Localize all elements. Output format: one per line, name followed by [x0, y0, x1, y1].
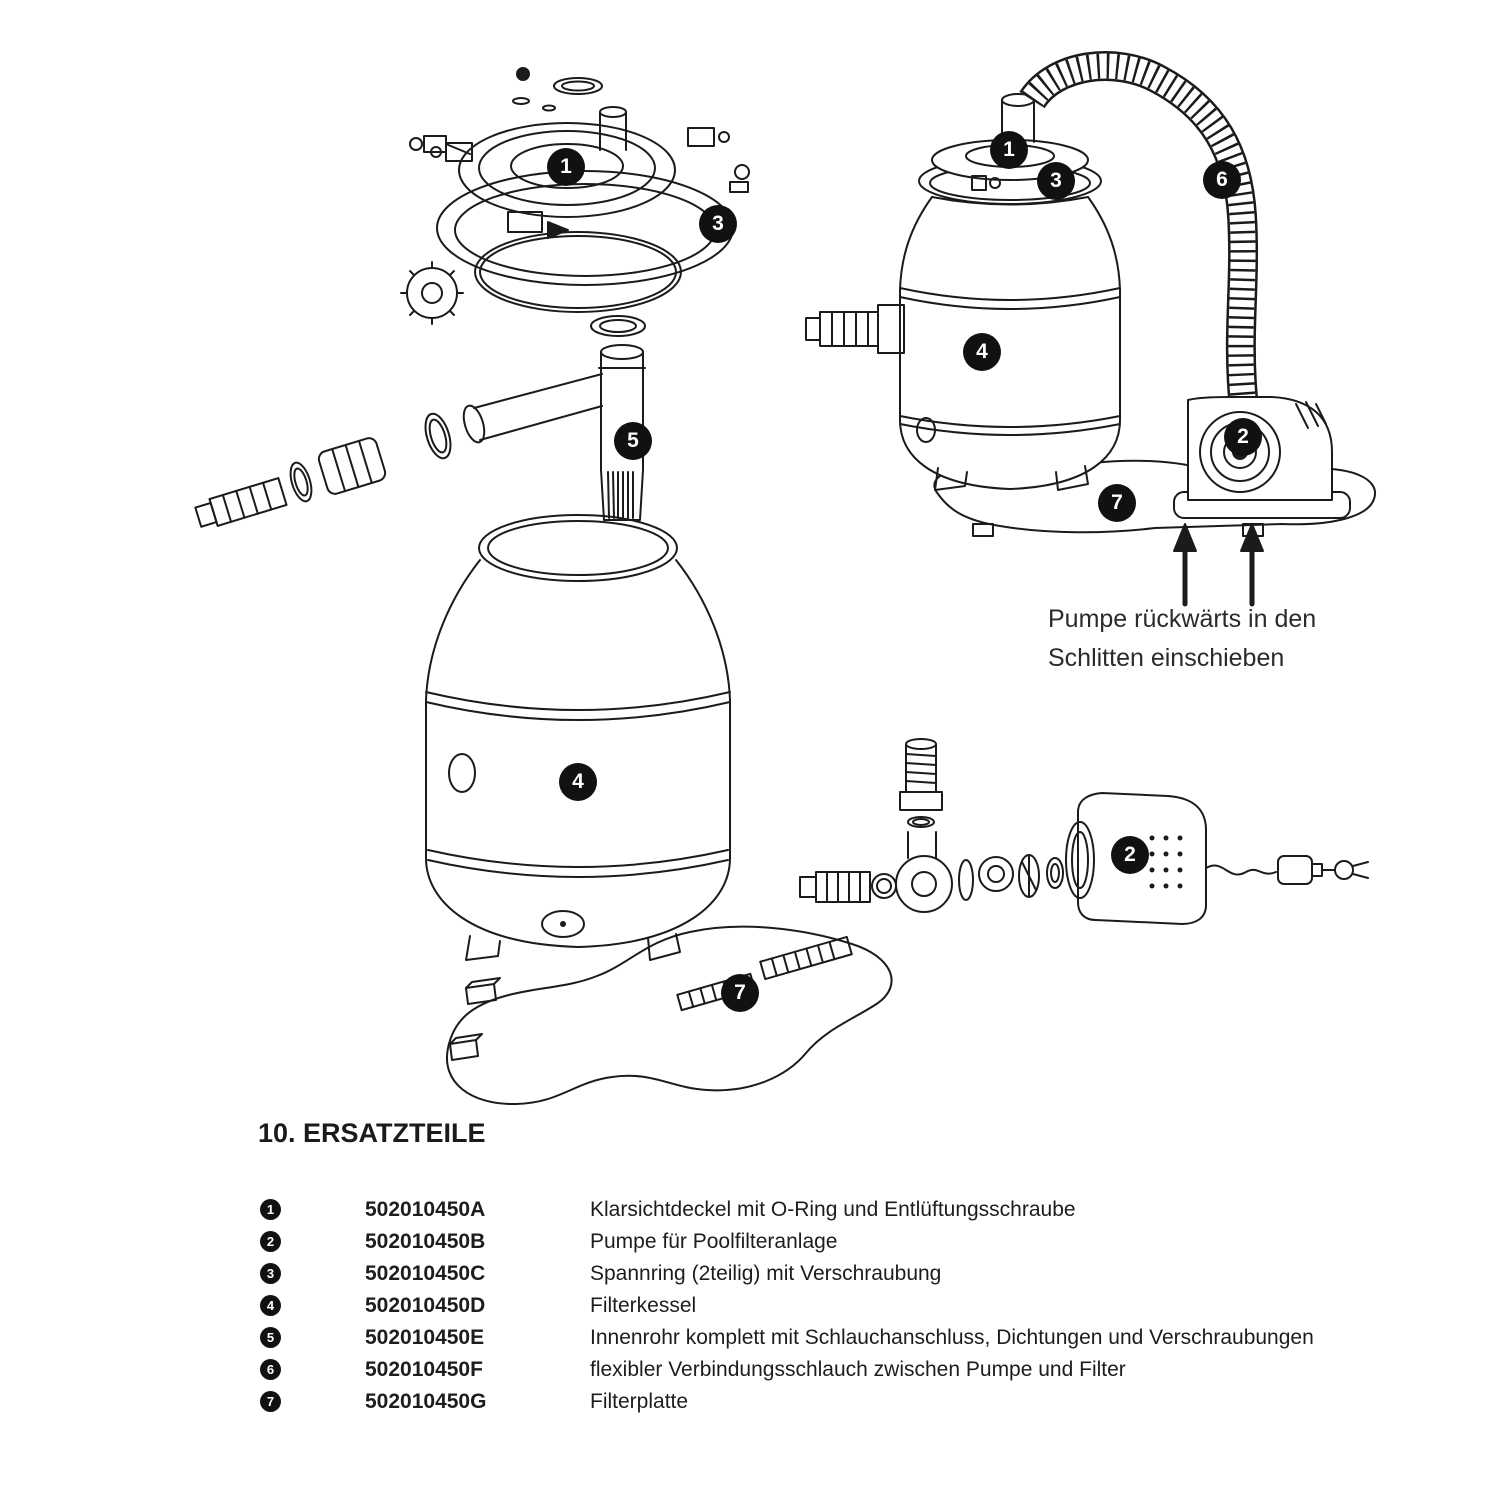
part-row: 7 502010450G Filterplatte: [252, 1386, 1352, 1418]
callout-clamp-exploded: 3: [699, 205, 737, 243]
part-row: 1 502010450A Klarsichtdeckel mit O-Ring …: [252, 1194, 1352, 1226]
part-description: Pumpe für Poolfilteranlage: [590, 1230, 838, 1253]
part-row: 5 502010450E Innenrohr komplett mit Schl…: [252, 1322, 1352, 1354]
part-number-badge: 3: [260, 1263, 281, 1284]
part-number-badge: 7: [260, 1391, 281, 1412]
seal-ring-drawing: [590, 315, 646, 337]
part-code: 502010450E: [365, 1326, 485, 1349]
part-code: 502010450A: [365, 1198, 486, 1221]
callout-tank-assembled: 4: [963, 333, 1001, 371]
callout-pump-assembled: 2: [1224, 418, 1262, 456]
callout-standpipe-exploded: 5: [614, 422, 652, 460]
part-number-badge: 6: [260, 1359, 281, 1380]
part-number-badge: 4: [260, 1295, 281, 1316]
assembled-tank: [805, 93, 1121, 491]
part-number-badge: 5: [260, 1327, 281, 1348]
standpipe-drawing: [194, 344, 646, 528]
annotation-line1: Pumpe rückwärts in den: [1048, 605, 1317, 633]
callout-plate-exploded: 7: [721, 974, 759, 1012]
part-number-badge: 2: [260, 1231, 281, 1252]
pump-slide-annotation: Pumpe rückwärts in den Schlitten einschi…: [1048, 600, 1316, 678]
connection-hose-drawing: [1019, 51, 1259, 400]
part-description: Filterplatte: [590, 1390, 689, 1413]
slide-arrows: [1173, 523, 1264, 607]
vent-screw-parts: [512, 67, 603, 112]
callout-pump-exploded: 2: [1111, 836, 1149, 874]
part-code: 502010450B: [365, 1230, 486, 1253]
filter-plate-exploded: [445, 925, 893, 1106]
section-title: 10. ERSATZTEILE: [258, 1118, 486, 1148]
spare-parts-list: 1 502010450A Klarsichtdeckel mit O-Ring …: [252, 1194, 1352, 1418]
filter-vessel-exploded: [425, 514, 731, 961]
callout-tank-exploded: 4: [559, 763, 597, 801]
part-row: 4 502010450D Filterkessel: [252, 1290, 1352, 1322]
callout-plate-assembled: 7: [1098, 484, 1136, 522]
part-row: 3 502010450C Spannring (2teilig) mit Ver…: [252, 1258, 1352, 1290]
part-row: 2 502010450B Pumpe für Poolfilteranlage: [252, 1226, 1352, 1258]
annotation-line2: Schlitten einschieben: [1048, 644, 1285, 672]
part-number-badge: 1: [260, 1199, 281, 1220]
callout-hose-assembled: 6: [1203, 161, 1241, 199]
part-code: 502010450C: [365, 1262, 486, 1285]
o-ring-drawing: [474, 231, 682, 313]
part-description: Spannring (2teilig) mit Verschraubung: [590, 1262, 942, 1285]
part-description: Klarsichtdeckel mit O-Ring und Entlüftun…: [590, 1198, 1076, 1221]
part-code: 502010450F: [365, 1358, 483, 1381]
pump-exploded-drawing: [799, 738, 1369, 925]
assembled-pump: [1173, 396, 1351, 519]
part-code: 502010450D: [365, 1294, 486, 1317]
vent-knob-drawing: [400, 261, 464, 325]
callout-lid-assembled: 1: [990, 131, 1028, 169]
callout-lid-exploded: 1: [547, 148, 585, 186]
part-row: 6 502010450F flexibler Verbindungsschlau…: [252, 1354, 1352, 1386]
part-description: Innenrohr komplett mit Schlauchanschluss…: [590, 1326, 1314, 1349]
part-description: flexibler Verbindungsschlauch zwischen P…: [590, 1358, 1126, 1381]
part-description: Filterkessel: [590, 1294, 697, 1317]
callout-clamp-assembled: 3: [1037, 162, 1075, 200]
part-code: 502010450G: [365, 1390, 487, 1413]
